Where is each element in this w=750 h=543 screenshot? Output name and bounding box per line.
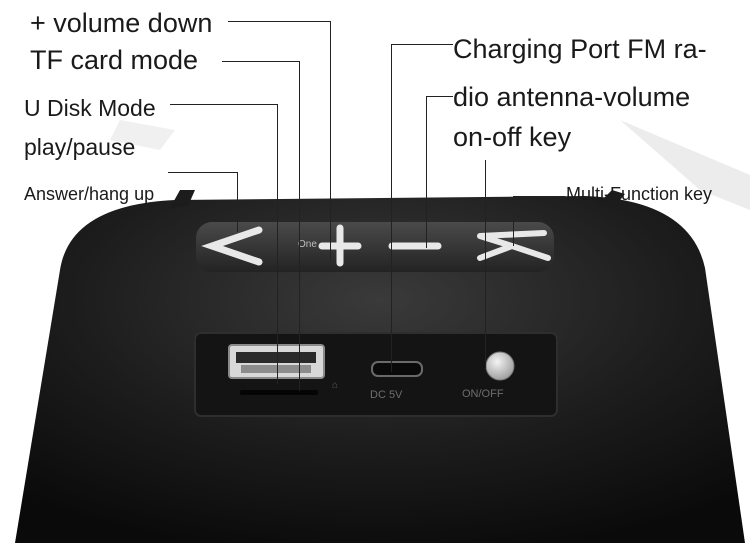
background-shadow	[620, 120, 750, 210]
leader-line	[330, 21, 331, 261]
answer-button	[201, 226, 263, 266]
label-multi-function-key: Multi-Function key	[566, 184, 713, 204]
background-shadow	[110, 120, 175, 150]
usb-port-tongue	[236, 352, 316, 363]
leader-line	[391, 44, 392, 372]
leader-line	[228, 21, 331, 22]
leader-line	[485, 160, 486, 368]
strap-left	[170, 190, 195, 208]
label-charging-port-line3: on-off key	[453, 122, 572, 152]
leader-line	[237, 172, 238, 232]
volume-up-button	[318, 224, 362, 267]
usb-port-inner	[241, 365, 311, 373]
chevron-left-icon	[201, 226, 263, 266]
leader-line	[168, 172, 238, 173]
label-answer-hang-up: Answer/hang up	[24, 184, 155, 204]
button-bar	[196, 222, 554, 272]
label-charging-port-line2: dio antenna-volume	[453, 82, 691, 112]
leader-line	[426, 96, 427, 248]
switch-print: ON/OFF	[462, 388, 504, 400]
leader-line	[222, 61, 300, 62]
leader-line	[391, 44, 453, 45]
leader-line	[426, 96, 453, 97]
leader-line	[513, 196, 565, 197]
tf-card-slot	[240, 390, 318, 395]
label-volume-down: + volume down	[30, 8, 213, 38]
leader-line	[277, 104, 278, 384]
label-tf-card-mode: TF card mode	[30, 45, 199, 75]
leader-line	[513, 196, 514, 246]
power-switch-knob	[485, 351, 515, 381]
button-print: One	[298, 239, 317, 250]
charging-port	[371, 361, 423, 377]
usb-symbol-icon: ⌂	[332, 380, 338, 391]
leader-line	[299, 61, 300, 391]
label-play-pause: play/pause	[24, 134, 136, 160]
leader-line	[170, 104, 278, 105]
dc-print: DC 5V	[370, 389, 403, 401]
plus-icon	[318, 224, 362, 267]
strap-right	[598, 190, 625, 210]
label-charging-port-line1: Charging Port FM ra-	[453, 34, 707, 64]
label-u-disk-mode: U Disk Mode	[24, 95, 156, 121]
